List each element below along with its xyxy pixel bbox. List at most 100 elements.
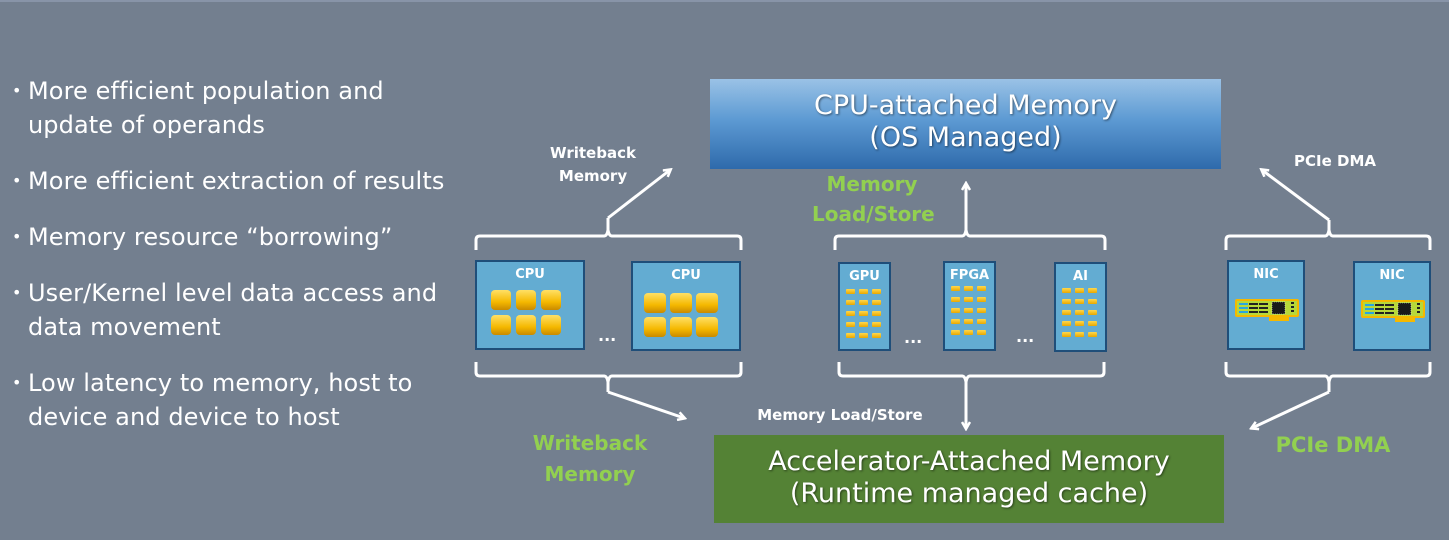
bullet-item: •User/Kernel level data access and data … [10,276,460,344]
ai-cores-icon [1062,288,1097,337]
cpu-bottom-brace [474,362,743,384]
accel-memory-subtitle: (Runtime managed cache) [789,478,1149,509]
core-block-icon [696,293,718,313]
device-label: AI [1073,269,1088,284]
gpu-device: GPU [838,262,891,351]
core-block-icon [1088,288,1097,293]
core-block-icon [696,317,718,337]
core-block-icon [541,315,561,335]
nic-bottom-brace [1224,362,1432,384]
core-block-icon [872,300,881,305]
core-block-icon [644,293,666,313]
core-block-icon [1062,332,1071,337]
core-block-icon [951,330,960,335]
accelerator-attached-memory-box: Accelerator-Attached Memory (Runtime man… [714,435,1224,523]
core-block-icon [1062,321,1071,326]
label-line: Memory [826,172,918,196]
core-block-icon [977,286,986,291]
nic-device: NIC [1353,261,1431,351]
core-block-icon [859,289,868,294]
core-block-icon [951,308,960,313]
core-block-icon [670,293,692,313]
nic-top-brace [1224,228,1432,250]
core-block-icon [964,308,973,313]
ai-device: AI [1054,262,1107,352]
core-block-icon [872,333,881,338]
fpga-device: FPGA [943,261,996,351]
memory-load-store-label-bottom: Memory Load/Store [757,406,923,424]
core-block-icon [1075,321,1084,326]
label-line: Writeback [532,431,648,455]
core-block-icon [1062,299,1071,304]
accel-bottom-brace [837,362,1106,384]
pcie-dma-label-bottom: PCIe DMA [1275,433,1391,457]
core-block-icon [1088,310,1097,315]
core-block-icon [670,317,692,337]
core-block-icon [644,317,666,337]
bullet-dot-icon: • [12,373,22,392]
label-line: Memory [558,167,628,185]
label-line: Load/Store [812,202,935,226]
nic-device: NIC [1227,260,1305,350]
core-block-icon [1062,310,1071,315]
core-block-icon [1075,288,1084,293]
core-block-icon [846,322,855,327]
core-block-icon [859,333,868,338]
bullet-dot-icon: • [12,171,22,190]
writeback-memory-label-bottom: Writeback Memory [530,428,650,490]
accel-ellipsis: ... [1016,327,1035,346]
pcie-down-arrow [1252,390,1330,428]
core-block-icon [491,315,511,335]
cpu-attached-memory-box: CPU-attached Memory (OS Managed) [710,79,1221,169]
accel-top-brace [833,228,1107,250]
core-block-icon [964,330,973,335]
core-block-icon [951,286,960,291]
writeback-memory-label-top: Writeback Memory [530,142,656,188]
core-block-icon [1088,332,1097,337]
network-card-icon [1235,299,1299,321]
writeback-down-arrow [607,390,684,418]
core-block-icon [859,322,868,327]
bullet-list: •More efficient population and update of… [10,74,460,456]
fpga-cores-icon [951,286,986,335]
bullet-item: •More efficient extraction of results [10,164,460,198]
device-label: NIC [1379,268,1405,283]
core-block-icon [491,290,511,310]
core-block-icon [846,289,855,294]
core-block-icon [977,330,986,335]
pcie-up-arrow [1262,170,1330,222]
writeback-up-arrow [607,170,670,220]
device-label: NIC [1253,267,1279,282]
accel-memory-title: Accelerator-Attached Memory [768,446,1170,477]
core-block-icon [977,297,986,302]
device-label: GPU [849,269,880,284]
core-block-icon [977,319,986,324]
bullet-item: •Low latency to memory, host to device a… [10,366,460,434]
core-block-icon [859,311,868,316]
cpu-device: CPU [475,260,585,350]
core-block-icon [846,311,855,316]
core-block-icon [872,289,881,294]
accel-ellipsis: ... [904,328,923,347]
core-block-icon [964,286,973,291]
pcie-dma-label-top: PCIe DMA [1294,152,1376,170]
device-label: CPU [515,267,545,282]
cpu-memory-title: CPU-attached Memory [814,90,1117,121]
core-block-icon [1075,299,1084,304]
cpu-cores-icon [644,293,718,337]
core-block-icon [846,300,855,305]
core-block-icon [977,308,986,313]
network-card-icon [1361,300,1425,322]
core-block-icon [872,322,881,327]
core-block-icon [964,297,973,302]
cpu-cores-icon [491,290,561,335]
memory-load-store-label-top: Memory Load/Store [812,169,935,229]
gpu-cores-icon [846,289,881,338]
core-block-icon [859,300,868,305]
core-block-icon [964,319,973,324]
core-block-icon [516,315,536,335]
bullet-dot-icon: • [12,81,22,100]
core-block-icon [1062,288,1071,293]
label-line: Writeback [550,144,636,162]
bullet-dot-icon: • [12,283,22,302]
